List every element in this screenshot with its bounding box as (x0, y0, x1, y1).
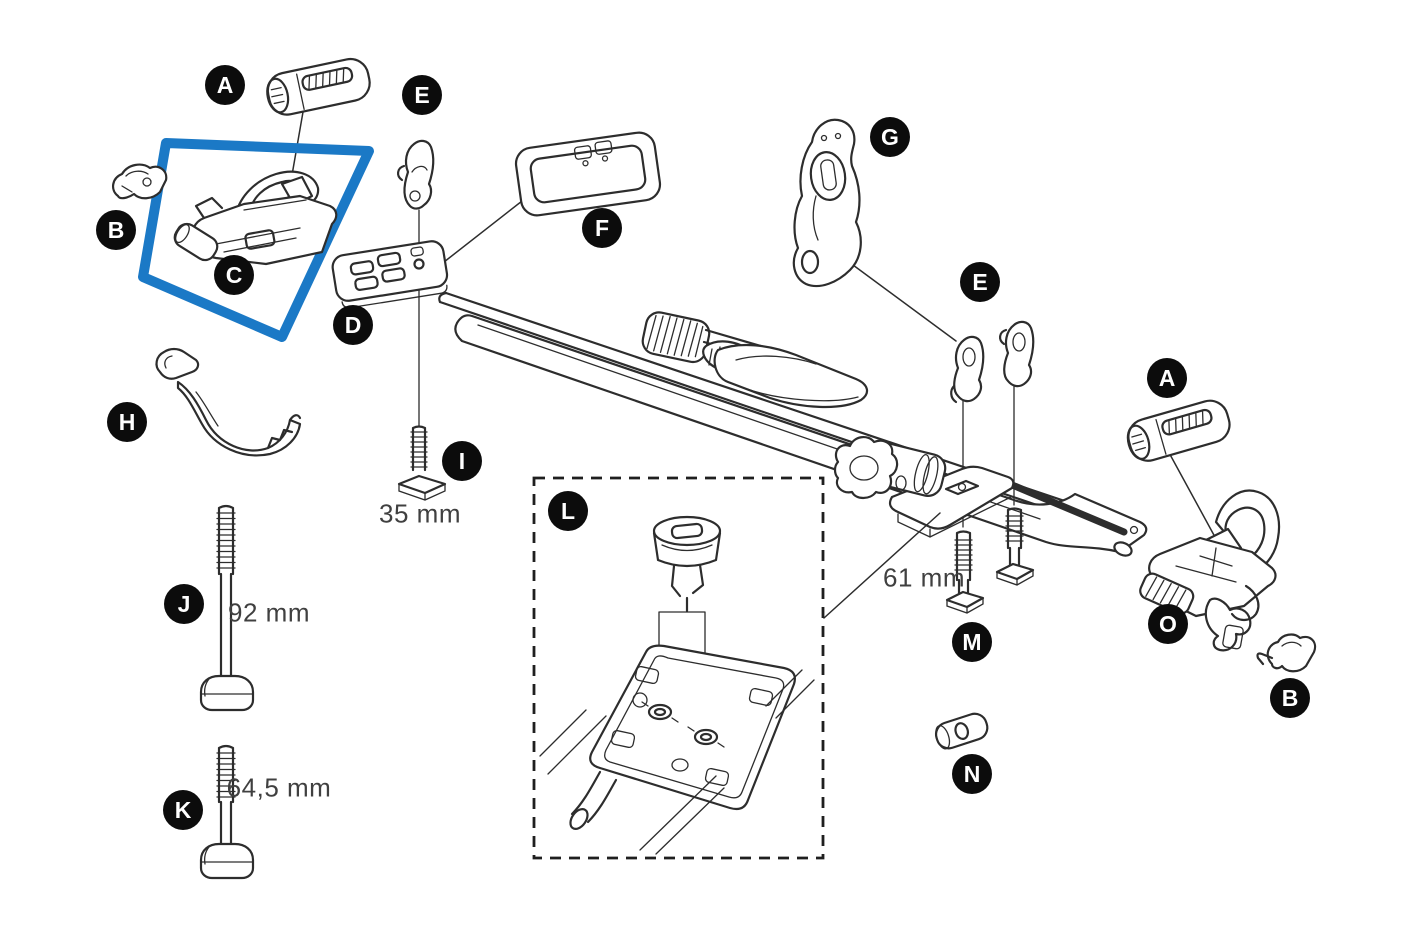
part-e-right-drawing (950, 320, 1035, 404)
part-label-i: I (442, 441, 482, 481)
part-label-g: G (870, 117, 910, 157)
part-label-c: C (214, 255, 254, 295)
measurement-645mm: 64,5 mm (226, 772, 332, 803)
hub-assembly-drawing (833, 385, 1015, 538)
bolt-j-drawing (199, 504, 255, 712)
part-a-right-drawing (1126, 399, 1231, 462)
part-c-drawing (173, 170, 338, 266)
part-label-k: K (163, 790, 203, 830)
part-label-b-right: B (1270, 678, 1310, 718)
part-label-n: N (952, 754, 992, 794)
highlight-box (138, 138, 374, 342)
part-d-drawing (331, 240, 449, 309)
part-label-j: J (164, 584, 204, 624)
bolts-m-drawing (945, 507, 1035, 614)
part-b-right-drawing (1256, 633, 1317, 673)
part-label-b-left: B (96, 210, 136, 250)
rail-drawing (438, 291, 1148, 557)
part-label-e-top: E (402, 75, 442, 115)
part-label-o: O (1148, 604, 1188, 644)
part-label-e-right: E (960, 262, 1000, 302)
part-h-drawing (155, 347, 302, 457)
part-label-l: L (548, 491, 588, 531)
part-label-m: M (952, 622, 992, 662)
measurement-35mm: 35 mm (379, 498, 461, 529)
part-label-a-left: A (205, 65, 245, 105)
bolt-i-drawing (397, 425, 447, 501)
part-o-drawing (1139, 489, 1281, 652)
bolt-k-drawing (199, 744, 255, 880)
part-label-d: D (333, 305, 373, 345)
part-label-h: H (107, 402, 147, 442)
part-n-drawing (934, 712, 989, 750)
part-a-left-drawing (266, 57, 371, 116)
part-g-drawing (792, 118, 862, 288)
part-label-f: F (582, 208, 622, 248)
part-e-top-drawing (397, 139, 435, 210)
inset-box-drawing (532, 476, 825, 860)
wheel-cradle-drawing (641, 311, 869, 409)
inset-dashed-border (532, 476, 825, 860)
part-f-drawing (514, 131, 662, 217)
part-b-left-drawing (112, 163, 168, 200)
measurement-61mm: 61 mm (883, 562, 965, 593)
part-label-a-right: A (1147, 358, 1187, 398)
measurement-92mm: 92 mm (228, 597, 310, 628)
